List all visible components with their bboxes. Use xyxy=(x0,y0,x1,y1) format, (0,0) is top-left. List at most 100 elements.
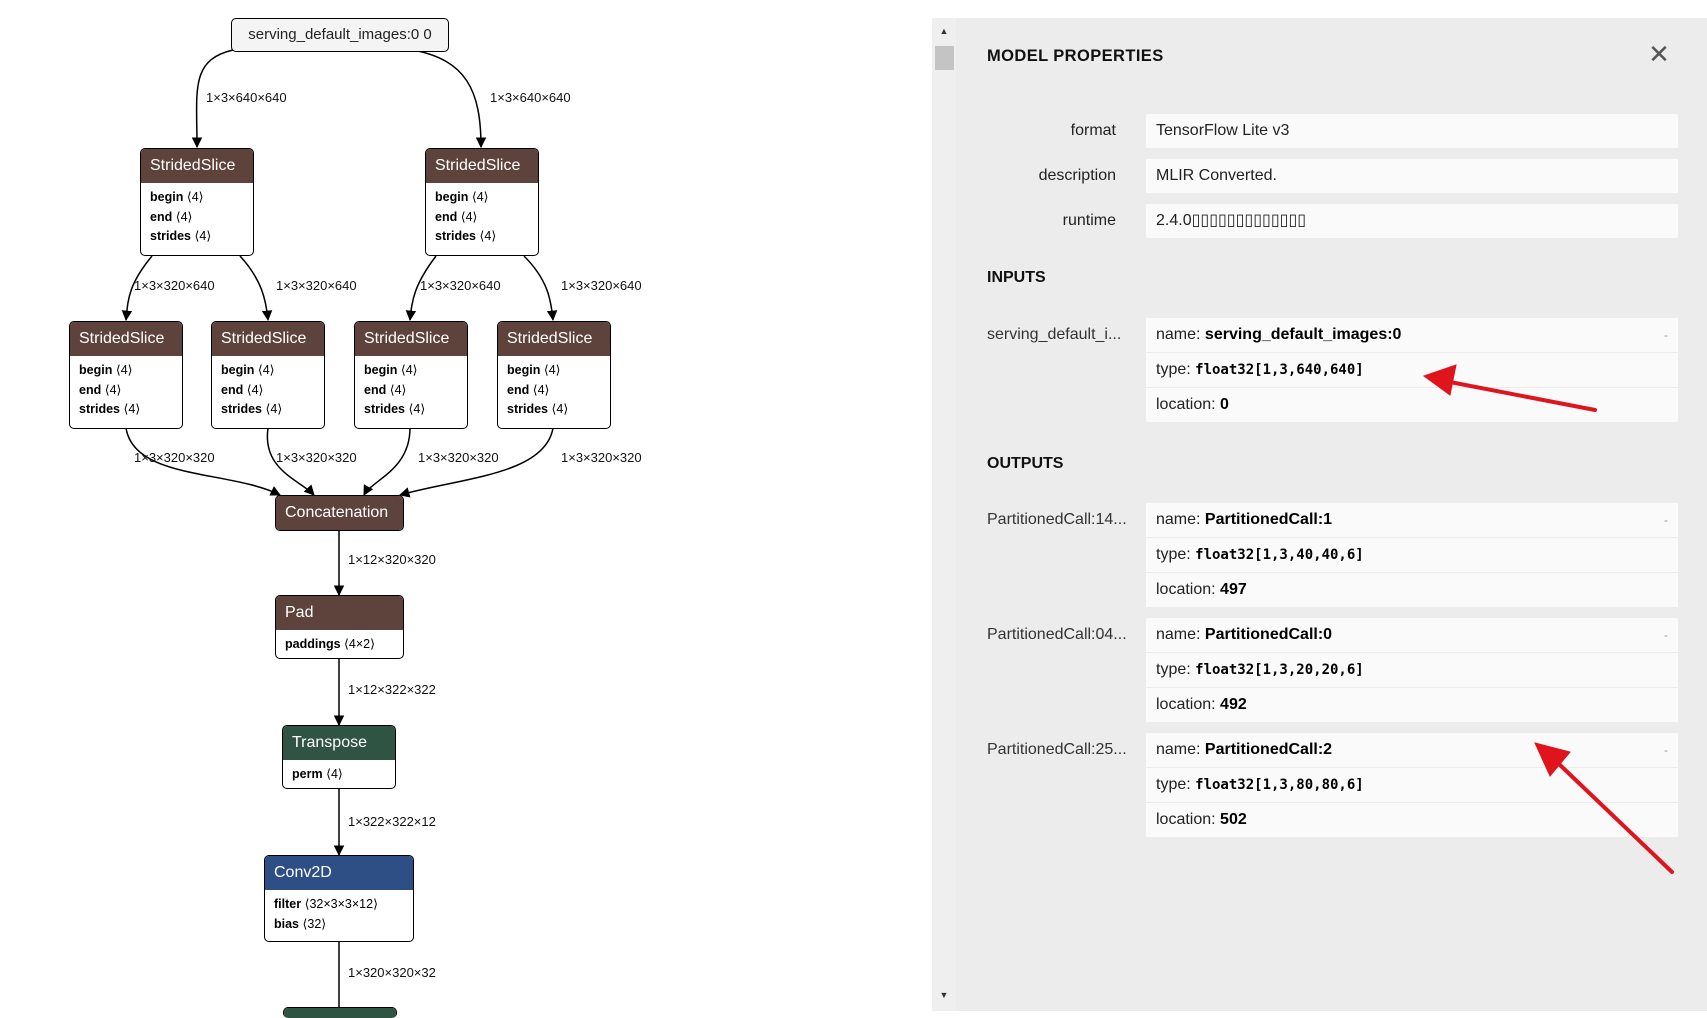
arg-location-value: 497 xyxy=(1220,581,1247,598)
attr-name: end xyxy=(79,382,102,397)
edge-l1c xyxy=(405,255,437,322)
conv2d-node[interactable]: Conv2D filter ⟨32×3×3×12⟩ bias ⟨32⟩ xyxy=(264,855,414,942)
scrollbar-thumb[interactable] xyxy=(935,46,954,70)
property-value[interactable]: 2.4.0▯▯▯▯▯▯▯▯▯▯▯▯▯ xyxy=(1146,204,1678,238)
strided-slice-node[interactable]: StridedSlice begin ⟨4⟩ end ⟨4⟩ strides ⟨… xyxy=(140,148,254,256)
attr-name: begin xyxy=(435,190,469,204)
attr-value: ⟨4⟩ xyxy=(326,767,343,781)
property-value[interactable]: MLIR Converted. xyxy=(1146,159,1678,193)
arg-name-row: name: PartitionedCall:2- xyxy=(1146,733,1678,768)
arg-name-row: name: PartitionedCall:0- xyxy=(1146,618,1678,653)
edge-l2c xyxy=(363,427,411,496)
graph-canvas[interactable]: serving_default_images:0 0 1×3×640×640 1… xyxy=(0,0,930,1018)
attr-value: ⟨4×2⟩ xyxy=(344,637,376,651)
node-title: StridedSlice xyxy=(141,149,253,183)
arg-name-row: name: serving_default_images:0- xyxy=(1146,318,1678,353)
attr-value: ⟨4⟩ xyxy=(408,402,426,416)
arg-name-row: name: PartitionedCall:1- xyxy=(1146,503,1678,538)
attr-name: begin xyxy=(507,363,541,377)
input-node[interactable]: serving_default_images:0 0 xyxy=(231,18,449,52)
next-node-partial[interactable] xyxy=(283,1007,397,1018)
attr-value: ⟨4⟩ xyxy=(246,382,264,397)
model-properties-sidebar: MODEL PROPERTIES ✕ format TensorFlow Lit… xyxy=(956,18,1707,1011)
property-label: description xyxy=(1038,167,1116,184)
output-argument-box[interactable]: name: PartitionedCall:2- type: float32[1… xyxy=(1146,733,1678,837)
arg-name-value: PartitionedCall:2 xyxy=(1204,741,1333,758)
edge-label: 1×3×320×320 xyxy=(418,450,499,465)
edge-label: 1×3×320×640 xyxy=(561,278,642,293)
pad-node[interactable]: Pad paddings ⟨4×2⟩ xyxy=(275,595,404,659)
sidebar-title: MODEL PROPERTIES xyxy=(987,47,1164,65)
output-argument-box[interactable]: name: PartitionedCall:1- type: float32[1… xyxy=(1146,503,1678,607)
output-argument-box[interactable]: name: PartitionedCall:0- type: float32[1… xyxy=(1146,618,1678,722)
edge-l1d xyxy=(523,255,558,322)
edge-label: 1×3×640×640 xyxy=(490,90,571,105)
attr-name: paddings xyxy=(285,637,341,651)
edge-in-right xyxy=(412,49,487,149)
scroll-down-icon[interactable]: ▼ xyxy=(939,990,949,1000)
arg-name-value: PartitionedCall:0 xyxy=(1204,626,1333,643)
node-title: Conv2D xyxy=(265,856,413,890)
arg-location-row: location: 0 xyxy=(1156,396,1229,413)
attr-name: strides xyxy=(221,402,262,416)
edge-label: 1×3×320×320 xyxy=(561,450,642,465)
arg-location-row: location: 502 xyxy=(1156,811,1247,828)
attr-name: begin xyxy=(79,363,113,377)
strided-slice-node[interactable]: StridedSlice begin ⟨4⟩ end ⟨4⟩ strides ⟨… xyxy=(211,321,325,429)
attr-value: ⟨4⟩ xyxy=(543,363,561,377)
attr-value: ⟨4⟩ xyxy=(265,402,283,416)
strided-slice-node[interactable]: StridedSlice begin ⟨4⟩ end ⟨4⟩ strides ⟨… xyxy=(354,321,468,429)
attr-value: ⟨4⟩ xyxy=(194,229,212,243)
node-title: StridedSlice xyxy=(426,149,538,183)
expand-icon[interactable]: - xyxy=(1664,628,1668,642)
attr-value: ⟨4⟩ xyxy=(104,382,122,397)
edge-l1b xyxy=(239,255,273,322)
arg-type-row: type: float32[1,3,20,20,6] xyxy=(1146,653,1678,688)
attr-value: ⟨32×3×3×12⟩ xyxy=(304,897,378,911)
strided-slice-node[interactable]: StridedSlice begin ⟨4⟩ end ⟨4⟩ strides ⟨… xyxy=(497,321,611,429)
scroll-up-icon[interactable]: ▲ xyxy=(939,26,949,36)
arg-location-value: 502 xyxy=(1220,811,1247,828)
edge-label: 1×322×322×12 xyxy=(348,814,436,829)
arg-location-value: 0 xyxy=(1220,396,1229,413)
attr-name: end xyxy=(507,382,530,397)
strided-slice-node[interactable]: StridedSlice begin ⟨4⟩ end ⟨4⟩ strides ⟨… xyxy=(69,321,183,429)
attr-value: ⟨4⟩ xyxy=(479,229,497,243)
expand-icon[interactable]: - xyxy=(1664,513,1668,527)
output-argument-name: PartitionedCall:04... xyxy=(987,626,1127,643)
arg-type-value: float32[1,3,40,40,6] xyxy=(1195,547,1364,563)
property-value[interactable]: TensorFlow Lite v3 xyxy=(1146,114,1678,148)
edge-l2b xyxy=(266,427,315,496)
node-title xyxy=(284,1008,396,1018)
attr-name: end xyxy=(221,382,244,397)
edge-label: 1×3×320×640 xyxy=(276,278,357,293)
attr-name: strides xyxy=(435,229,476,243)
attr-value: ⟨32⟩ xyxy=(302,916,327,931)
transpose-node[interactable]: Transpose perm ⟨4⟩ xyxy=(282,725,396,789)
scrollbar[interactable]: ▲ ▼ xyxy=(932,18,956,1011)
property-label: runtime xyxy=(1062,212,1116,229)
input-argument-box[interactable]: name: serving_default_images:0- type: fl… xyxy=(1146,318,1678,422)
expand-icon[interactable]: - xyxy=(1664,743,1668,757)
arg-name-value: PartitionedCall:1 xyxy=(1204,511,1333,528)
input-argument-name: serving_default_i... xyxy=(987,326,1122,343)
arg-name-value: serving_default_images:0 xyxy=(1204,326,1402,343)
arg-type-row: type: float32[1,3,40,40,6] xyxy=(1146,538,1678,573)
attr-value: ⟨4⟩ xyxy=(532,382,550,397)
attr-name: strides xyxy=(79,402,120,416)
edge-l2a xyxy=(125,427,281,496)
strided-slice-node[interactable]: StridedSlice begin ⟨4⟩ end ⟨4⟩ strides ⟨… xyxy=(425,148,539,256)
node-title: StridedSlice xyxy=(355,322,467,356)
attr-value: ⟨4⟩ xyxy=(400,363,418,377)
expand-icon[interactable]: - xyxy=(1664,328,1668,342)
attr-value: ⟨4⟩ xyxy=(257,363,275,377)
node-title: StridedSlice xyxy=(212,322,324,356)
attr-value: ⟨4⟩ xyxy=(389,382,407,397)
concatenation-node[interactable]: Concatenation xyxy=(275,495,404,531)
close-icon[interactable]: ✕ xyxy=(1648,39,1670,69)
attr-name: strides xyxy=(507,402,548,416)
attr-name: filter xyxy=(274,897,302,911)
outputs-heading: OUTPUTS xyxy=(987,455,1064,472)
node-title: StridedSlice xyxy=(70,322,182,356)
edge-label: 1×3×320×320 xyxy=(134,450,215,465)
